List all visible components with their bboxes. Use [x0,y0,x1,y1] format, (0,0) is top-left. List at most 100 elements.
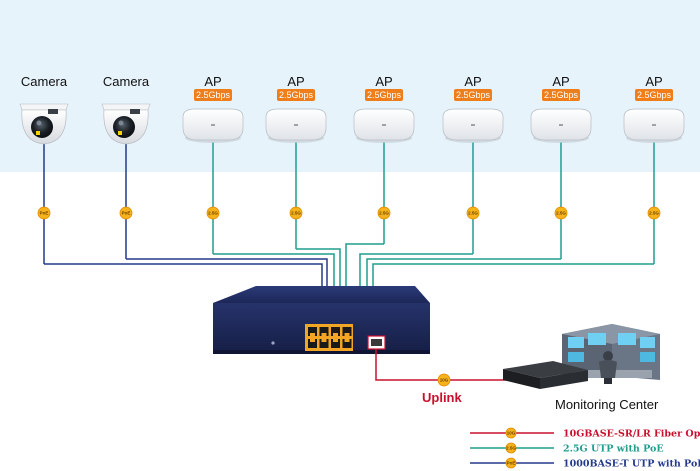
legend-item: 2.5G 2.5G UTP with PoE [470,442,664,455]
rj45-port-latch [310,333,315,336]
speed-badge [365,89,403,101]
access-point-device: AP2.5Gbps [182,74,244,143]
rj45-port [342,327,352,336]
speed-badge [454,89,492,101]
speed-badge [635,89,673,101]
camera-mount [19,103,69,111]
link-speed-dot-label: 2.5G [208,211,218,216]
camera-led [36,131,40,135]
switch-bottom-edge [213,350,430,354]
link-speed-dot: 2.5G [206,206,220,220]
device-label: Camera [21,74,68,89]
speed-badge-label: 2.5Gbps [637,90,672,100]
switch-led [271,341,275,345]
legend-dot [505,442,517,454]
legend-text: 2.5G UTP with PoE [563,444,664,455]
device-area-background [0,0,700,172]
speed-badge [277,89,315,101]
lens-highlight [36,120,42,126]
switch-cable [372,263,654,286]
link-speed-dot-label: 2.5G [468,211,478,216]
monitoring-center-label: Monitoring Center [555,397,659,412]
switch-cable [213,253,335,286]
speed-badge [194,89,232,101]
camera-mount [101,103,151,111]
link-speed-dot: 2.5G [647,206,661,220]
device-label: AP [552,74,569,89]
device-label: AP [464,74,481,89]
switch-ports [305,324,353,351]
camera-led [118,131,122,135]
rj45-port [319,339,329,348]
switch-cable [296,248,341,286]
legend-dot-label: PoE [507,461,516,466]
legend-text: 1000BASE-T UTP with PoE [563,459,700,470]
rj45-port-latch [344,333,350,336]
rj45-port [308,339,317,348]
device-label: AP [287,74,304,89]
rj45-port [342,339,352,348]
legend-dot [505,427,517,439]
device-label: AP [375,74,392,89]
switch-top [213,286,430,303]
legend-dot-label: 10G [507,431,516,436]
rj45-ports [308,327,352,348]
switch-cable [345,243,384,286]
legend-dot [505,457,517,469]
nvr-front [503,369,540,389]
nvr-recorder [503,361,588,389]
sfp-port-inner [371,339,382,346]
camera-badge [130,109,140,114]
cable-bundle [44,243,654,286]
screen [640,352,655,362]
uplink-dot-label: 10G [440,378,449,383]
access-point-device: AP2.5Gbps [623,74,685,143]
link-speed-dot: 2.5G [289,206,303,220]
rj45-port-latch [321,333,327,336]
access-point-device: AP2.5Gbps [265,74,327,143]
speed-badge-label: 2.5Gbps [196,90,231,100]
switch-cable [359,253,473,286]
uplink-cable [375,349,510,381]
rj45-port-latch [310,339,315,342]
link-speed-dot-label: 2.5G [649,211,659,216]
camera-device: Camera [101,74,151,145]
link-speed-dot-label: PoE [122,211,131,216]
nvr-side [540,370,588,389]
legend-dot-label: 2.5G [506,446,516,451]
operator-body [599,360,617,378]
switch [213,286,430,354]
speed-badge-label: 2.5Gbps [367,90,402,100]
link-speed-markers: PoE PoE 2.5G 2.5G 2.5G 2.5G 2.5G 2.5G [37,206,661,220]
monitoring-center-icon [562,324,660,384]
speed-badge-label: 2.5Gbps [544,90,579,100]
switch-cable [126,258,328,286]
rj45-port-latch [333,333,338,336]
link-speed-dot: PoE [37,206,51,220]
camera-badge [48,109,58,114]
link-speed-dot: PoE [119,206,133,220]
rj45-port [308,327,317,336]
uplink-speed-marker: 10G [437,373,451,387]
operator-head [603,351,613,361]
camera-device: Camera [19,74,69,145]
screen [618,333,636,345]
device-label: AP [204,74,221,89]
lens-highlight [118,120,124,126]
rj45-port-latch [333,339,338,342]
link-speed-dot-label: 2.5G [556,211,566,216]
rj45-port [331,327,340,336]
rj45-port [319,327,329,336]
device-label: AP [645,74,662,89]
access-point-device: AP2.5Gbps [353,74,415,143]
link-speed-dot: 2.5G [377,206,391,220]
access-point-device: AP2.5Gbps [442,74,504,143]
uplink-label: Uplink [422,390,462,405]
camera-lens-icon [113,116,135,138]
rj45-port [331,339,340,348]
